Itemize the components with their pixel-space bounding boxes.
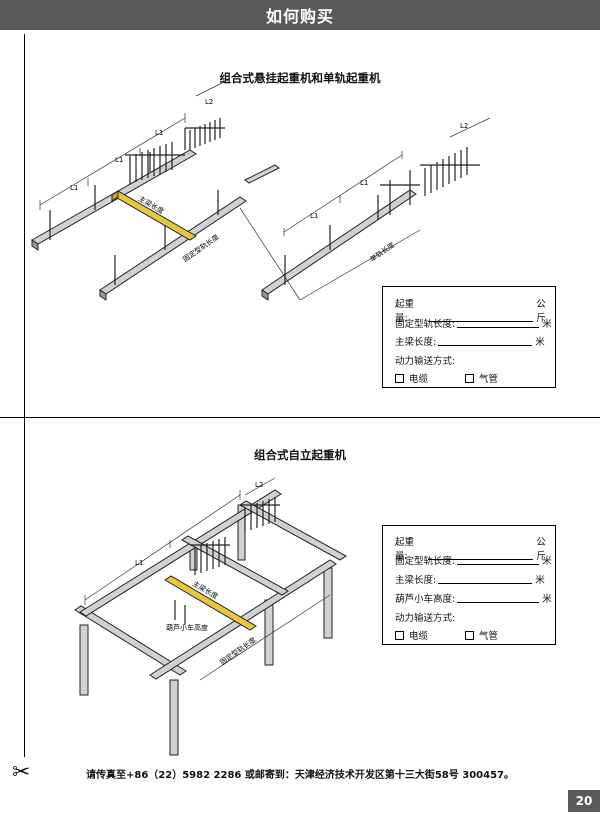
label-runway-2: 固定型轨长度 <box>218 635 258 666</box>
form1-bridge-field[interactable] <box>438 335 533 346</box>
footer-contact: 请传真至+86（22）5982 2286 或邮寄到：天津经济技术开发区第十三大街… <box>86 770 514 781</box>
checkbox-icon[interactable] <box>395 373 404 383</box>
dim-l1-d: L1 <box>310 212 318 220</box>
dim-l1-a: L1 <box>70 184 78 192</box>
form2-runway-row: 固定型轨长度: 米 <box>395 554 552 567</box>
dim-l2-b: L2 <box>460 122 468 130</box>
form1-power-row: 动力输送方式: <box>395 356 456 367</box>
section1-title: 组合式悬挂起重机和单轨起重机 <box>219 71 381 85</box>
dim-l1-f: L1 <box>135 559 143 567</box>
dim-l1-b: L1 <box>115 156 123 164</box>
form2-bridge-row: 主梁长度: 米 <box>395 573 545 586</box>
suspension-crane-diagram: L1 L1 L1 L2 L1 L1 L2 主梁长度 固定型轨长度 单轨长度 <box>31 79 491 301</box>
form2-hoist-row: 葫芦小车高度: 米 <box>395 592 552 605</box>
form1-opt-cable[interactable]: 电缆 <box>395 371 428 385</box>
order-form-1: 起重量: 公斤 固定型轨长度: 米 主梁长度: 米 动力输送方式: 电缆 气管 <box>382 286 556 388</box>
form2-opt-cable[interactable]: 电缆 <box>395 628 428 642</box>
dim-l2-a: L2 <box>205 98 213 106</box>
margin-line-bottom <box>24 417 25 757</box>
margin-line-top <box>24 34 25 417</box>
order-form-2: 起重量: 公斤 固定型轨长度: 米 主梁长度: 米 葫芦小车高度: 米 动力输送… <box>382 525 556 645</box>
form1-runway-field[interactable] <box>457 317 540 328</box>
form1-capacity-row: 起重量: 公斤 <box>395 299 546 324</box>
checkbox-icon[interactable] <box>465 373 474 383</box>
form2-opt-air[interactable]: 气管 <box>465 628 498 642</box>
form2-power-row: 动力输送方式: <box>395 613 456 624</box>
section-divider <box>0 417 600 418</box>
form2-capacity-field[interactable] <box>428 549 534 560</box>
scissors-icon: ✂ <box>12 760 31 785</box>
form1-opt-air[interactable]: 气管 <box>465 371 498 385</box>
checkbox-icon[interactable] <box>465 630 474 640</box>
form1-capacity-field[interactable] <box>428 311 534 322</box>
form2-hoist-field[interactable] <box>457 592 540 603</box>
dim-l1-c: L1 <box>155 129 163 137</box>
form1-runway-row: 固定型轨长度: 米 <box>395 317 552 330</box>
label-hoist: 葫芦小车高度 <box>166 623 208 632</box>
dim-l2-c: L2 <box>255 481 263 489</box>
form1-bridge-row: 主梁长度: 米 <box>395 335 545 348</box>
page-number: 20 <box>568 790 600 812</box>
page-title: 如何购买 <box>265 7 334 26</box>
form2-capacity-row: 起重量: 公斤 <box>395 537 546 562</box>
checkbox-icon[interactable] <box>395 630 404 640</box>
form2-bridge-field[interactable] <box>438 573 533 584</box>
page-header: 如何购买 <box>0 0 600 30</box>
section2-title: 组合式自立起重机 <box>254 448 346 462</box>
dim-l1-e: L1 <box>360 179 368 187</box>
form2-runway-field[interactable] <box>457 554 540 565</box>
